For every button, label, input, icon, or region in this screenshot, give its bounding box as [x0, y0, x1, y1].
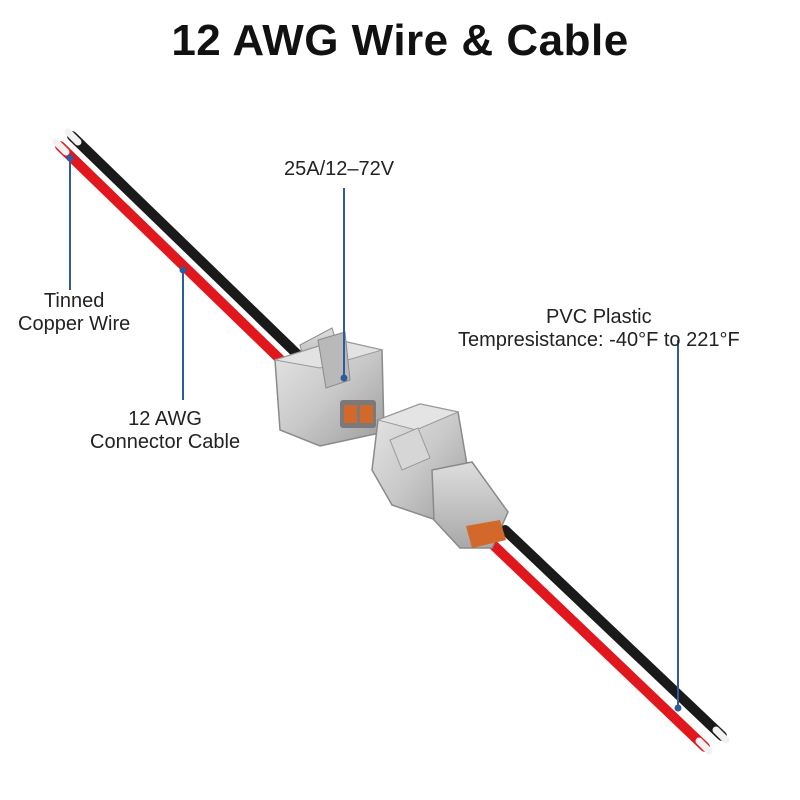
left-black-wire-tip	[64, 128, 82, 146]
right-red-wire-tip	[695, 737, 713, 755]
awg-line-2: Connector Cable	[90, 431, 241, 453]
right-red-wire	[483, 535, 710, 752]
leader-lines	[66, 154, 682, 712]
left-red-wire	[55, 141, 293, 372]
right-cable-pair	[483, 525, 730, 755]
awg-line-1: 12 AWG	[128, 408, 202, 430]
leader-rating-dot	[340, 374, 348, 382]
rating-text: 25A/12–72V	[284, 158, 395, 180]
tinned-line-1: Tinned	[43, 290, 105, 312]
awg-cable-label: 12 AWG Connector Cable	[90, 408, 240, 454]
right-black-wire-tip	[712, 726, 730, 744]
left-contact-1	[344, 405, 357, 423]
leader-awg-dot	[179, 266, 187, 274]
leader-pvc-dot	[674, 704, 682, 712]
right-connector	[371, 403, 509, 549]
leader-tinned-dot	[66, 154, 74, 162]
left-cable-pair	[52, 128, 303, 372]
left-red-wire-tip	[52, 138, 70, 156]
tinned-copper-label: Tinned Copper Wire	[18, 290, 130, 336]
pvc-line-1: PVC Plastic	[546, 306, 652, 328]
tinned-line-2: Copper Wire	[18, 313, 131, 335]
pvc-plastic-label: PVC Plastic Tempresistance: -40°F to 221…	[458, 306, 740, 352]
left-contact-2	[360, 405, 373, 423]
pvc-line-2: Tempresistance: -40°F to 221°F	[458, 329, 740, 351]
page-title: 12 AWG Wire & Cable	[171, 16, 629, 65]
rating-label: 25A/12–72V	[284, 158, 394, 181]
left-black-wire	[67, 131, 303, 360]
right-black-wire	[500, 525, 727, 741]
